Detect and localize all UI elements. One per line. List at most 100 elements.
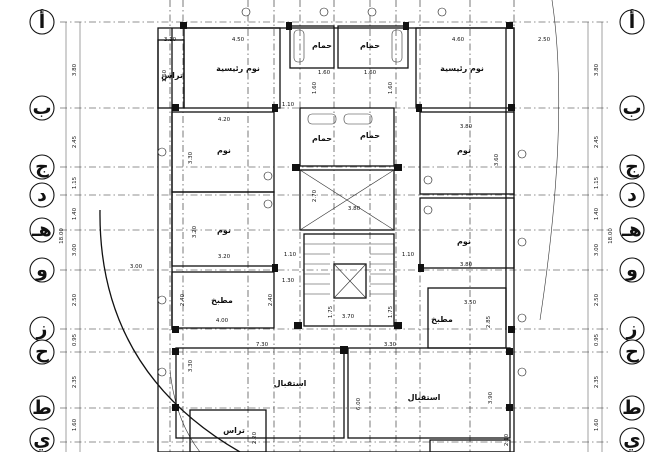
room-label-reception-left: استقبال [274, 379, 307, 388]
room-label-terrace-bottom: تراس [223, 426, 245, 436]
room-label-terrace-top: تراس [161, 71, 183, 81]
grid-bubble-right-label: أ [629, 9, 636, 33]
bath-mid: حمام حمام [299, 107, 395, 167]
grid-bubble-left-label: أ [39, 9, 46, 33]
room-label-kitchen-right: مطبخ [431, 315, 453, 324]
dim-bath-left-w: 1.60 [318, 70, 331, 76]
right-axis-dim: 3.00 [594, 243, 600, 256]
vertical-dimension-labels: 3.30 3.60 3.20 1.60 1.60 1.60 2.40 2.40 … [162, 69, 510, 446]
grid-bubble-left-label: ط [32, 397, 52, 419]
left-axis-dim: 3.00 [72, 243, 78, 256]
dim-bed-right-w: 3.80 [460, 124, 473, 130]
left-axis-dims: 3.80 2.45 1.15 1.40 3.00 2.50 0.95 2.35 … [59, 63, 78, 431]
kitchen-right: مطبخ [427, 287, 507, 349]
room-label-bedroom-right-2: نوم [457, 237, 471, 246]
right-axis-dim: 2.50 [594, 293, 600, 306]
grid-bubble-right-label: ط [622, 397, 642, 419]
left-axis-dim: 2.45 [72, 135, 78, 148]
grid-bubble-right-label: و [625, 259, 638, 281]
bath-top-left: حمام [289, 25, 335, 69]
terrace-top: تراس [157, 39, 185, 109]
dim-bottom-right-w: 2.10 [504, 433, 510, 446]
dim-bath-right-w: 1.60 [364, 70, 377, 76]
dim-kitchen-small: 2.40 [268, 293, 274, 306]
room-label-kitchen-left: مطبخ [211, 296, 233, 305]
terrace-bottom: تراس [189, 409, 267, 452]
bottom-right-room [429, 439, 511, 452]
right-axis-dim: 1.40 [594, 207, 600, 220]
columns [172, 22, 515, 411]
dim-bed2-right-w: 3.80 [460, 262, 473, 268]
right-axis-dim: 1.15 [594, 176, 600, 189]
room-label-master-bedroom-left: نوم رئيسية [216, 64, 260, 73]
dim-stair-h: 2.70 [312, 189, 318, 202]
vertical-grid-lines [169, 0, 515, 452]
dim-bath-h-1: 1.60 [312, 81, 318, 94]
dim-recep-right-w: 3.30 [384, 342, 397, 348]
left-axis-dim: 1.15 [72, 176, 78, 189]
horizontal-grid-lines [60, 21, 610, 443]
dim-kitchen-right-w: 3.50 [464, 300, 477, 306]
dim-top-right-2: 2.50 [538, 37, 551, 43]
right-axis-total: 18.00 [608, 228, 614, 244]
dim-stair-w: 3.80 [348, 206, 361, 212]
bath-top-right: حمام [337, 25, 409, 69]
grid-bubbles-left: أ ب ج د هـ و ز ح ط ي [29, 9, 55, 452]
dim-bed-left-w: 4.20 [218, 117, 231, 123]
right-axis-dim: 2.45 [594, 135, 600, 148]
grid-bubble-right-label: ب [622, 97, 641, 119]
grid-bubble-left-label: ح [35, 341, 49, 363]
side-dimension-lines [65, 22, 603, 452]
dim-bed-right-h: 3.60 [494, 153, 500, 166]
dim-stair-side-2: 1.75 [388, 305, 394, 318]
right-axis-dim: 0.95 [594, 333, 600, 346]
left-axis-dim: 1.40 [72, 207, 78, 220]
central-void [299, 169, 395, 231]
dim-bed2-left-w: 3.20 [218, 254, 231, 260]
room-label-bedroom-left-2: نوم [217, 226, 231, 235]
left-axis-dim: 3.80 [72, 63, 78, 76]
dim-lobby-2: 1.10 [402, 252, 415, 258]
dim-recep-right-h: 6.00 [356, 397, 362, 410]
dim-top-left-2: 4.50 [232, 37, 245, 43]
grid-bubble-left-label: و [35, 259, 48, 281]
grid-bubble-right-label: د [627, 184, 637, 206]
grid-bubble-left-label: ي [33, 429, 50, 452]
dim-bath-h-2: 1.60 [388, 81, 394, 94]
room-label-bath-top-right: حمام [360, 41, 380, 50]
curved-boundary-inner [169, 369, 201, 452]
grid-bubble-right-label: ج [625, 156, 639, 178]
bedroom-left-2: نوم [171, 191, 275, 267]
left-axis-dim: 2.35 [72, 375, 78, 388]
grid-bubbles-right: أ ب ج د هـ و ز ح ط ي [619, 9, 645, 452]
right-axis-dim: 1.60 [594, 418, 600, 431]
dim-recep-left-h: 3.30 [188, 359, 194, 372]
right-axis-dims: 3.80 2.45 1.15 1.40 3.00 2.50 0.95 2.35 … [594, 63, 614, 431]
dim-bed-left-h: 3.30 [188, 151, 194, 164]
reception-left: استقبال [175, 347, 345, 439]
room-label-reception-right: استقبال [408, 393, 441, 402]
grid-bubble-left-label: ب [32, 97, 51, 119]
grid-bubble-left-label: هـ [31, 219, 52, 241]
dim-stair-side-1: 1.75 [328, 305, 334, 318]
kitchen-left: مطبخ [171, 271, 275, 329]
grid-bubble-right-label: ح [625, 341, 639, 363]
dim-terrace-h: 2.20 [252, 431, 258, 444]
dim-lobby-1: 1.10 [284, 252, 297, 258]
grid-bubble-left-label: ز [36, 318, 48, 340]
room-label-bath-mid-left: حمام [312, 134, 332, 143]
dim-top-left-1: 3.10 [164, 37, 177, 43]
room-label-bedroom-left-1: نوم [217, 146, 231, 155]
bedroom-right-1: نوم [419, 111, 515, 195]
dim-stair-bottom: 3.70 [342, 314, 355, 320]
level-markers [157, 7, 527, 377]
room-label-bedroom-right-1: نوم [457, 146, 471, 155]
dim-recep-right-h2: 3.90 [488, 391, 494, 404]
dim-top-right-1: 4.60 [452, 37, 465, 43]
grid-bubble-left-label: د [37, 184, 47, 206]
dim-recep-left-w: 7.30 [256, 342, 269, 348]
dim-lobby-3: 1.30 [282, 278, 295, 284]
staircase [303, 233, 395, 327]
grid-bubble-left-label: ج [35, 156, 49, 178]
